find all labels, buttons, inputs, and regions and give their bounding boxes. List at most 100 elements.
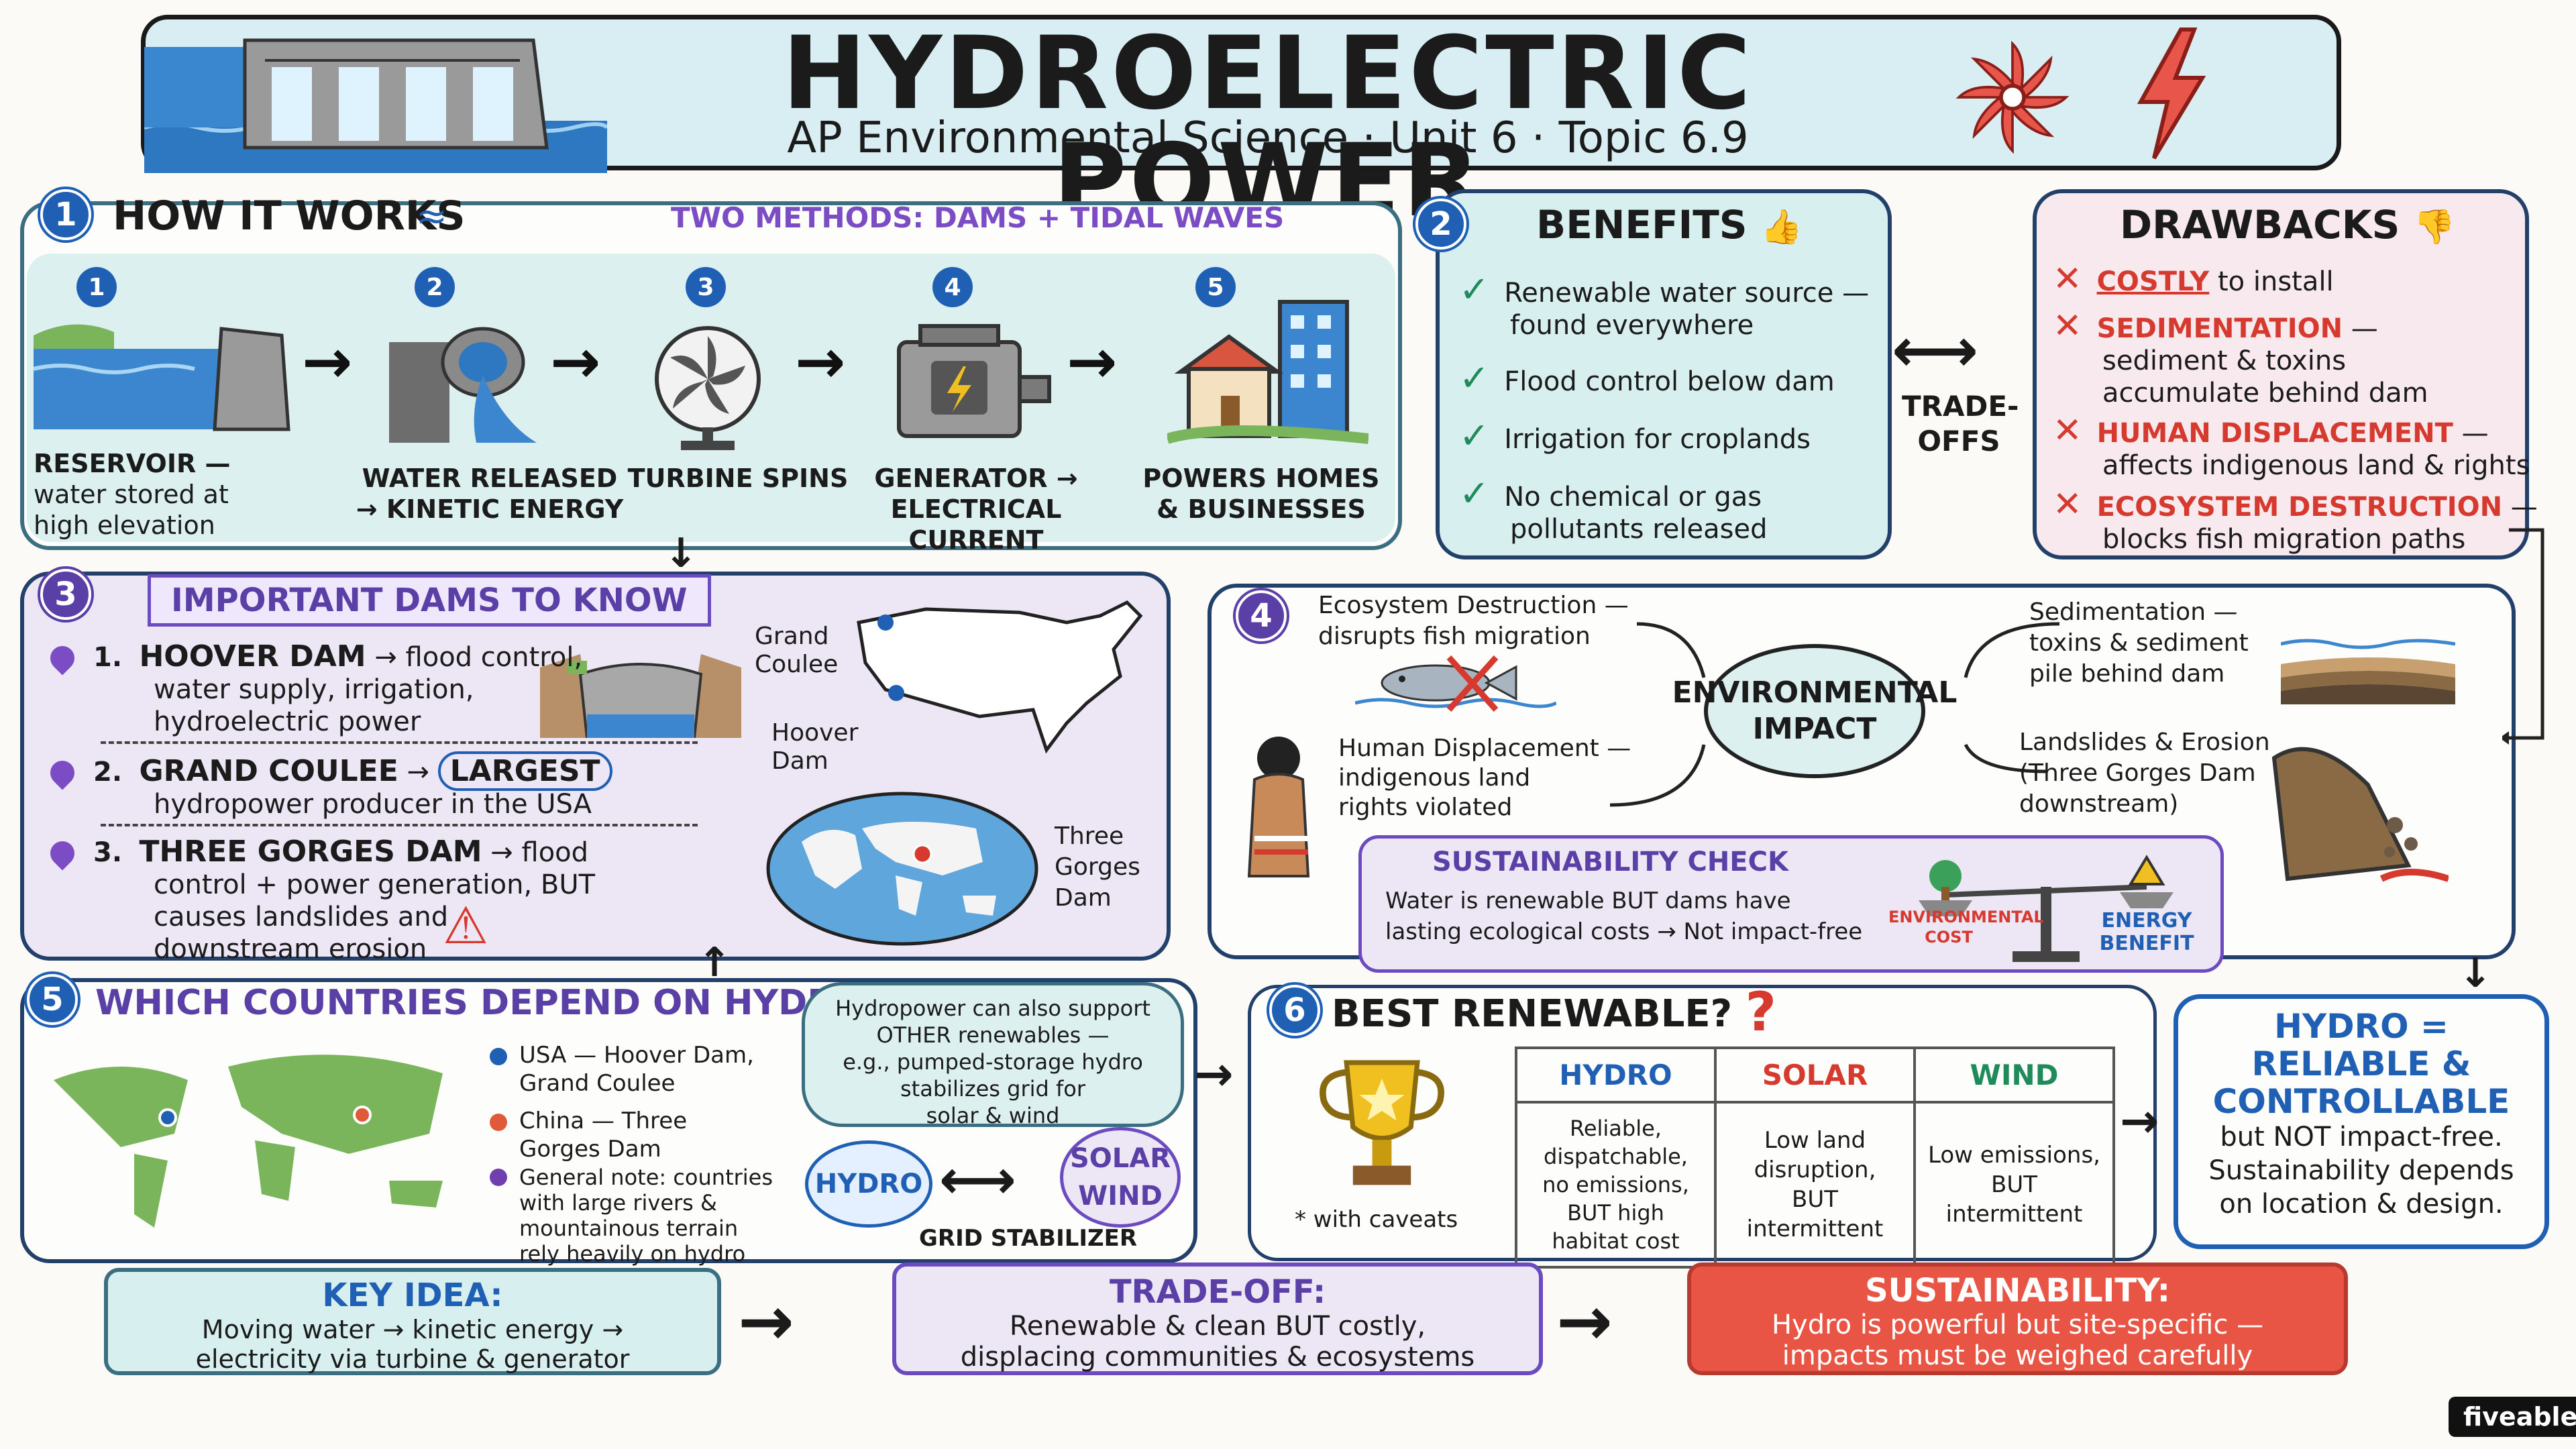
location-pin-icon xyxy=(45,641,80,676)
section-number-4: 4 xyxy=(1236,590,1287,641)
thumbs-down-icon: 👎 xyxy=(2413,207,2455,246)
scale-label-env-cost: ENVIRONMENTAL COST xyxy=(1888,908,2044,947)
largest-highlight: LARGEST xyxy=(437,751,612,791)
indigenous-person-icon xyxy=(1247,737,1310,877)
question-mark-icon: ? xyxy=(1745,981,1777,1043)
how-it-works-heading: HOW IT WORKS xyxy=(113,193,466,239)
step-number-5: 5 xyxy=(1195,267,1236,307)
tradeoffs-arrow: ⟷ xyxy=(1892,315,1979,386)
check-icon: ✓ xyxy=(1459,415,1490,457)
flow-arrow: → xyxy=(550,327,601,397)
tradeoffs-label: TRADE- OFFS xyxy=(1902,390,2019,458)
solar-wind-bubble: SOLAR WIND xyxy=(1060,1127,1181,1228)
benefit-item: ✓Irrigation for croplands xyxy=(1459,415,1811,457)
col-head-wind: WIND xyxy=(1913,1046,2115,1104)
benefits-heading: BENEFITS 👍 xyxy=(1536,201,1803,250)
two-methods-label: TWO METHODS: DAMS + TIDAL WAVES xyxy=(671,201,1285,234)
sustainability-text: Hydro is powerful but site-specific — im… xyxy=(1771,1309,2264,1371)
step-2-line2: → KINETIC ENERGY xyxy=(356,494,624,524)
drawbacks-title: DRAWBACKS xyxy=(2120,202,2400,248)
country-item-china: China — Three Gorges Dam xyxy=(490,1107,687,1163)
world-map xyxy=(54,1055,443,1228)
step-4-line2: ELECTRICAL CURRENT xyxy=(890,494,1062,555)
section-number-3: 3 xyxy=(40,569,91,620)
check-icon: ✓ xyxy=(1459,268,1490,311)
cell-wind: Low emissions, BUT intermittent xyxy=(1913,1101,2115,1269)
flow-arrow: → xyxy=(302,327,353,397)
drawbacks-heading: DRAWBACKS 👎 xyxy=(2120,201,2455,250)
dam-item-hoover: 1. HOOVER DAM → flood control, water sup… xyxy=(45,641,582,738)
trophy-icon xyxy=(1320,1060,1444,1185)
scale-label-energy-benefit: ENERGY BENEFIT xyxy=(2099,909,2194,955)
step-5-title: POWERS HOMES xyxy=(1142,464,1380,493)
exchange-arrow: ⟷ xyxy=(939,1148,1016,1211)
conclusion-text: but NOT impact-free. Sustainability depe… xyxy=(2208,1122,2514,1220)
flow-arrow: → xyxy=(738,1282,794,1360)
down-arrow: ↓ xyxy=(664,530,698,577)
x-icon: ✕ xyxy=(2053,484,2082,525)
sustainability-check-title: SUSTAINABILITY CHECK xyxy=(1432,847,1788,877)
usa-dot xyxy=(490,1047,507,1065)
world-globe-map xyxy=(766,792,1038,946)
trade-off-title: TRADE-OFF: xyxy=(1109,1273,1326,1311)
sustainability-check-box xyxy=(1358,835,2224,973)
divider xyxy=(101,824,698,826)
section-number-2: 2 xyxy=(1415,199,1466,250)
col-head-hydro: HYDRO xyxy=(1515,1046,1717,1104)
benefits-panel xyxy=(1436,189,1892,559)
cell-solar: Low land disruption, BUT intermittent xyxy=(1714,1101,1916,1269)
check-icon: ✓ xyxy=(1459,357,1490,399)
benefits-title: BENEFITS xyxy=(1536,202,1748,248)
step-3-label: TURBINE SPINS xyxy=(627,464,849,493)
map-label-hoover: Hoover Dam xyxy=(771,719,859,775)
right-connector xyxy=(2502,528,2544,745)
impact-human: Human Displacement — indigenous land rig… xyxy=(1338,735,1631,821)
divider xyxy=(101,741,698,744)
section-number-6: 6 xyxy=(1269,985,1320,1036)
step-4-title: GENERATOR → xyxy=(874,464,1078,493)
step-2-label: WATER RELEASED → KINETIC ENERGY xyxy=(349,463,631,525)
impact-ecosystem: Ecosystem Destruction — disrupts fish mi… xyxy=(1318,592,1629,650)
caveat-label: * with caveats xyxy=(1295,1206,1458,1233)
homes-icon xyxy=(1167,300,1368,444)
dam-item-three-gorges: 3. THREE GORGES DAM → flood control + po… xyxy=(45,836,595,965)
drawbacks-panel xyxy=(2033,189,2529,559)
step-4-label: GENERATOR → ELECTRICAL CURRENT xyxy=(845,463,1107,555)
step-1-title: RESERVOIR — xyxy=(34,449,231,478)
impact-sediment: Sedimentation — toxins & sediment pile b… xyxy=(2029,598,2249,688)
thumbs-up-icon: 👍 xyxy=(1760,207,1803,246)
step-number-2: 2 xyxy=(415,267,455,307)
step-number-4: 4 xyxy=(932,267,973,307)
turbine-fan-icon xyxy=(655,326,761,450)
grid-stabilizer-label: GRID STABILIZER xyxy=(919,1225,1138,1252)
sustainability-box: SUSTAINABILITY: Hydro is powerful but si… xyxy=(1687,1263,2348,1375)
landslide-icon xyxy=(2271,747,2449,882)
country-item-usa: USA — Hoover Dam, Grand Coulee xyxy=(490,1041,754,1097)
step-1-label: RESERVOIR — water stored at high elevati… xyxy=(34,448,275,541)
flow-arrow: → xyxy=(795,327,846,397)
key-idea-text: Moving water → kinetic energy → electric… xyxy=(195,1315,630,1374)
step-1-line2: water stored at xyxy=(34,480,229,509)
turbine-icon xyxy=(1955,40,2070,154)
section-number-1: 1 xyxy=(40,189,91,240)
benefit-item: ✓Renewable water source — found everywhe… xyxy=(1459,268,1870,341)
impact-landslides: Landslides & Erosion (Three Gorges Dam d… xyxy=(2019,729,2270,818)
key-idea-title: KEY IDEA: xyxy=(322,1277,503,1314)
pumped-storage-bubble: Hydropower can also support OTHER renewa… xyxy=(802,982,1184,1128)
warning-icon: ⚠ xyxy=(443,896,489,955)
renewable-comparison-table: HYDRO SOLAR WIND Reliable, dispatchable,… xyxy=(1515,1046,2115,1269)
location-pin-icon xyxy=(45,755,80,790)
countries-heading: WHICH COUNTRIES DEPEND ON HYDRO? xyxy=(95,983,884,1023)
sediment-layers-icon xyxy=(2281,639,2455,704)
reservoir-icon xyxy=(34,324,290,431)
conclusion-box xyxy=(2174,994,2549,1249)
step-5-label: POWERS HOMES & BUSINESSES xyxy=(1140,463,1382,525)
env-impact-center: ENVIRONMENTAL IMPACT xyxy=(1672,644,1957,778)
flow-arrow: → xyxy=(1556,1282,1613,1360)
dams-heading: IMPORTANT DAMS TO KNOW xyxy=(148,574,711,627)
hoover-dam-illustration xyxy=(540,654,741,738)
general-dot xyxy=(490,1169,507,1186)
key-idea-box: KEY IDEA: Moving water → kinetic energy … xyxy=(104,1268,721,1375)
check-icon: ✓ xyxy=(1459,472,1490,515)
location-pin-icon xyxy=(45,836,80,871)
